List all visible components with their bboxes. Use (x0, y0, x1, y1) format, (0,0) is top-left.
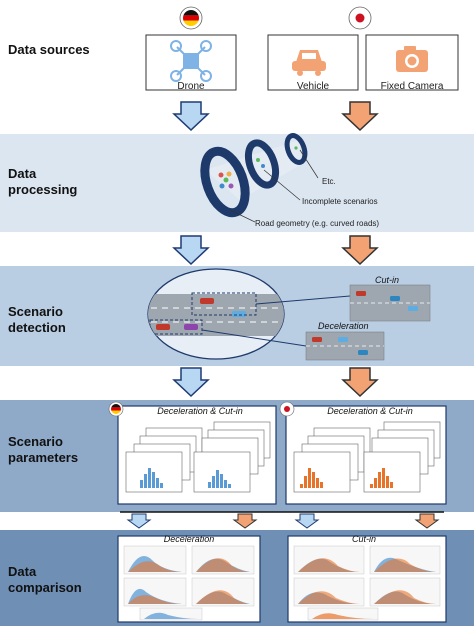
label-cutin: Cut-in (375, 275, 399, 285)
stage-label-scenario-parameters: Scenario parameters (8, 434, 78, 465)
source-label-camera: Fixed Camera (381, 81, 444, 92)
german-flag-icon (108, 401, 124, 417)
stage-label-data-sources: Data sources (8, 42, 90, 57)
comparison-title-left: Deceleration (164, 534, 215, 544)
arrow-blue-2 (172, 235, 210, 266)
small-arrows (126, 513, 440, 529)
param-cards-right (293, 421, 441, 493)
filter-rings (200, 133, 319, 223)
param-cards-left (125, 421, 271, 493)
stage-label-scenario-detection: Scenario detection (8, 304, 67, 335)
stage-label-data-comparison: Data comparison (8, 564, 82, 595)
stage-label-data-processing: Data processing (8, 166, 77, 197)
comparison-title-right: Cut-in (352, 534, 376, 544)
japanese-flag-icon (279, 401, 295, 417)
arrow-orange-3 (341, 367, 379, 398)
comparison-plots-left (123, 545, 255, 621)
label-road-geometry: Road geometry (e.g. curved roads) (255, 219, 379, 228)
label-etc: Etc. (322, 177, 336, 186)
german-flag-icon (179, 6, 203, 30)
cutin-thumbnail (349, 284, 431, 322)
deceleration-thumbnail (305, 331, 385, 361)
source-label-drone: Drone (177, 81, 205, 92)
comparison-plots-right (293, 545, 441, 621)
japanese-flag-icon (348, 6, 372, 30)
camera-icon (396, 46, 428, 72)
arrow-orange-1 (341, 101, 379, 132)
arrow-blue-1 (172, 101, 210, 132)
params-title-left: Deceleration & Cut-in (157, 406, 243, 416)
label-incomplete-scenarios: Incomplete scenarios (302, 197, 378, 206)
highway-view (147, 268, 351, 360)
drone-icon (170, 40, 212, 82)
arrow-orange-2 (341, 235, 379, 266)
label-deceleration: Deceleration (318, 321, 369, 331)
params-title-right: Deceleration & Cut-in (327, 406, 413, 416)
arrow-blue-3 (172, 367, 210, 398)
car-icon (292, 50, 326, 76)
source-label-vehicle: Vehicle (297, 81, 330, 92)
